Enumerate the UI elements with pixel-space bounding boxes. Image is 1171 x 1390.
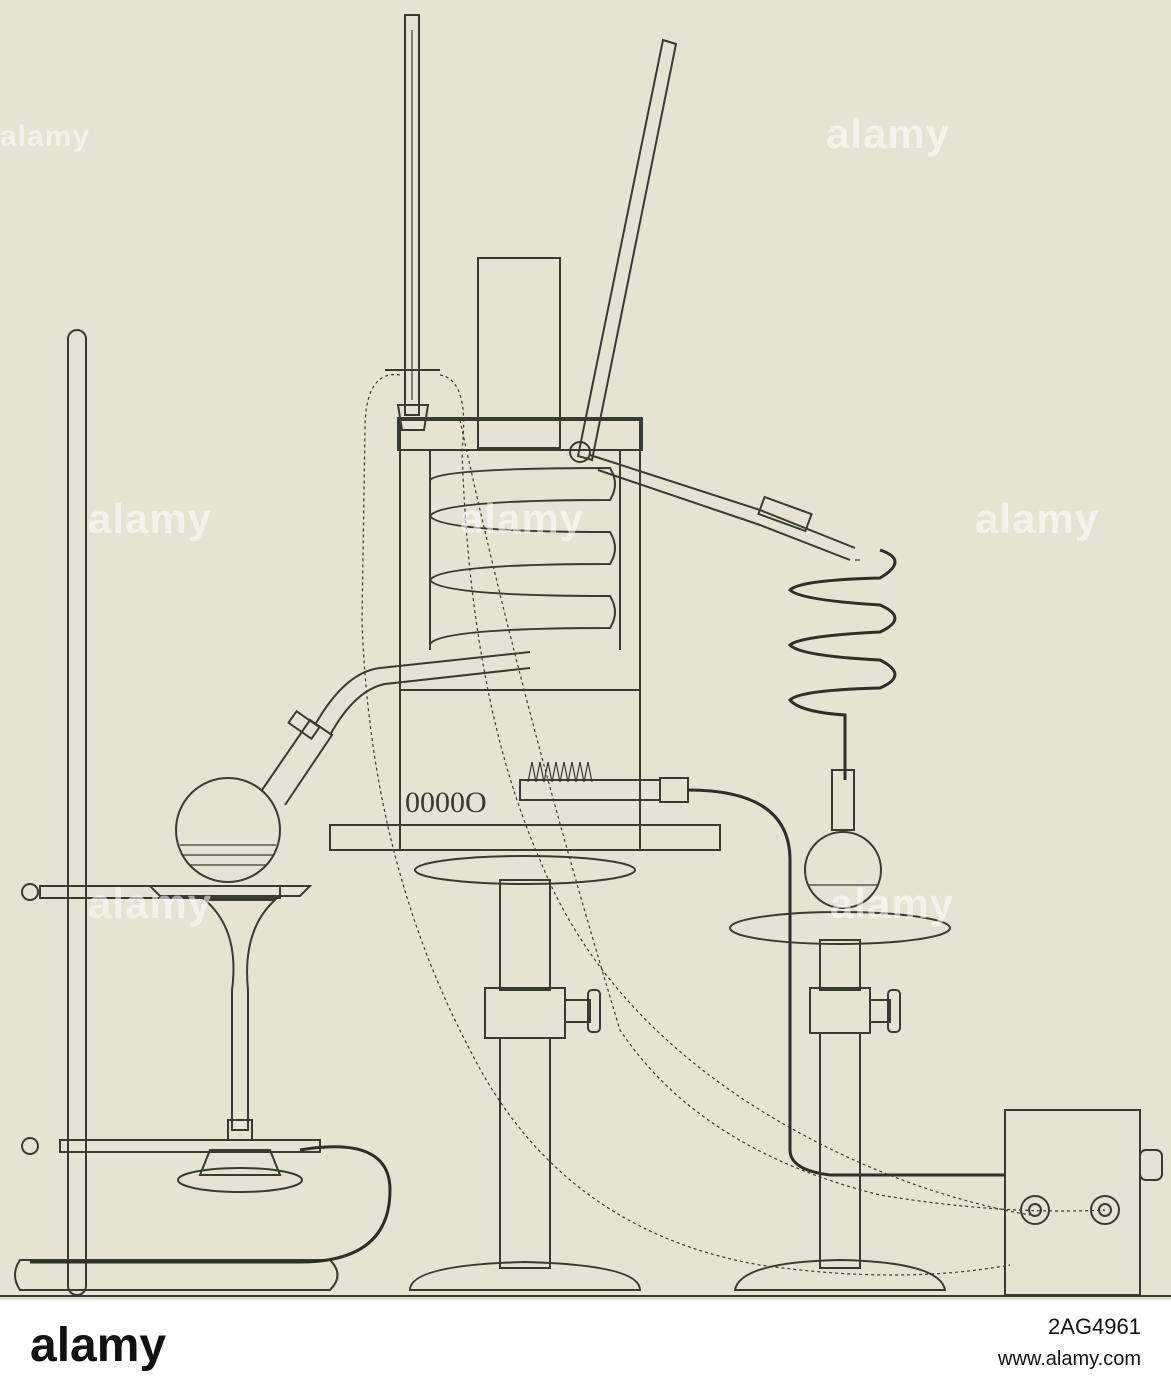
site-url[interactable]: www.alamy.com	[998, 1348, 1141, 1370]
image-id: 2AG4961	[1048, 1314, 1141, 1339]
watermark-text: alamy	[0, 120, 91, 153]
coiled-wires	[361, 374, 1106, 1276]
watermark-text: alamy	[975, 495, 1100, 542]
flask-left	[147, 651, 531, 897]
svg-text:0000O: 0000O	[405, 786, 487, 819]
apparatus-engraving: 0000O	[0, 14, 1171, 1297]
central-stand	[329, 824, 721, 1291]
inner-coil	[428, 466, 616, 645]
central-vessel: 0000O	[397, 257, 1005, 1177]
meter-box	[1004, 1109, 1163, 1296]
footer-logo: alamy	[30, 1319, 167, 1372]
bunsen-burner-left	[30, 899, 392, 1264]
watermark-text: alamy	[460, 495, 585, 542]
flask-right	[729, 769, 951, 1291]
watermark-text: alamy	[826, 110, 951, 157]
watermark-text: alamy	[88, 495, 213, 542]
thermometer-vertical	[385, 14, 440, 431]
watermark-text: alamy	[830, 880, 955, 927]
right-coil	[589, 454, 897, 780]
retort-stand	[14, 329, 339, 1296]
illustration-plate: 0000O	[0, 14, 1171, 1297]
watermark-text: alamy	[88, 880, 213, 927]
thermometer-tilted	[569, 38, 678, 463]
stock-footer: alamy 2AG4961 www.alamy.com	[0, 1300, 1171, 1390]
